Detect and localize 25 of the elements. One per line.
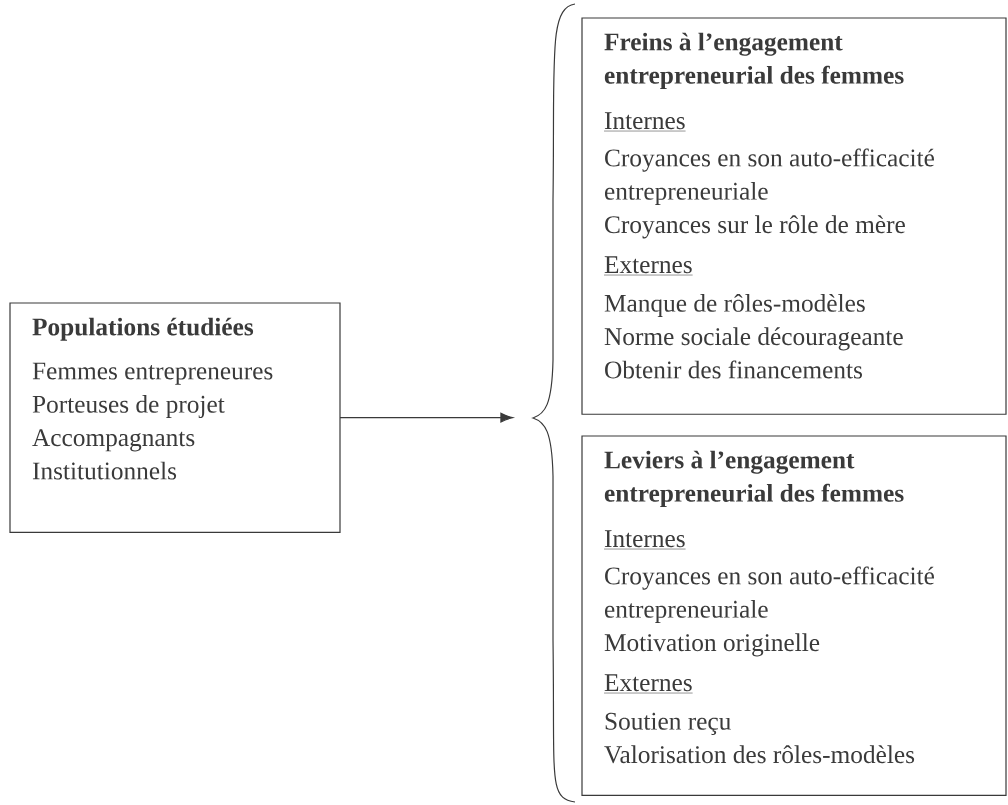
subheading: Externes <box>603 256 693 276</box>
item-text: Obtenir des financements <box>605 360 862 379</box>
item-text: Norme sociale décourageante <box>604 327 903 351</box>
item-text: Valorisation des rôles-modèles <box>604 745 915 764</box>
heading: Leviers à l’engagement entrepreneurial des femmes <box>604 450 904 507</box>
text-box <box>581 17 1007 415</box>
subheading: Internes <box>603 530 686 550</box>
heading: Populations étudiées <box>32 317 254 341</box>
item-text: Femmes entrepreneures <box>32 362 273 385</box>
item-text: Croyances sur le rôle de mère <box>605 215 905 239</box>
text-box <box>9 302 341 533</box>
item-text: Institutionnels <box>32 461 177 480</box>
item-text: Motivation originelle <box>604 633 820 657</box>
text-box <box>581 435 1007 796</box>
item-text: Croyances en son auto-efficacité entrepreneuriale <box>605 566 934 623</box>
item-text: Soutien reçu <box>605 712 731 735</box>
item-text: Croyances en son auto-efficacité entrepreneuriale <box>605 148 934 205</box>
arrow <box>339 412 514 423</box>
item-text: Manque de rôles-modèles <box>604 293 865 317</box>
subheading: Externes <box>603 674 693 694</box>
curly-brace <box>532 3 576 803</box>
heading: Freins à l’engagement entrepreneurial des femmes <box>604 32 904 89</box>
item-text: Porteuses de projet <box>32 395 225 418</box>
item-text: Accompagnants <box>32 429 195 452</box>
subheading: Internes <box>603 112 686 132</box>
